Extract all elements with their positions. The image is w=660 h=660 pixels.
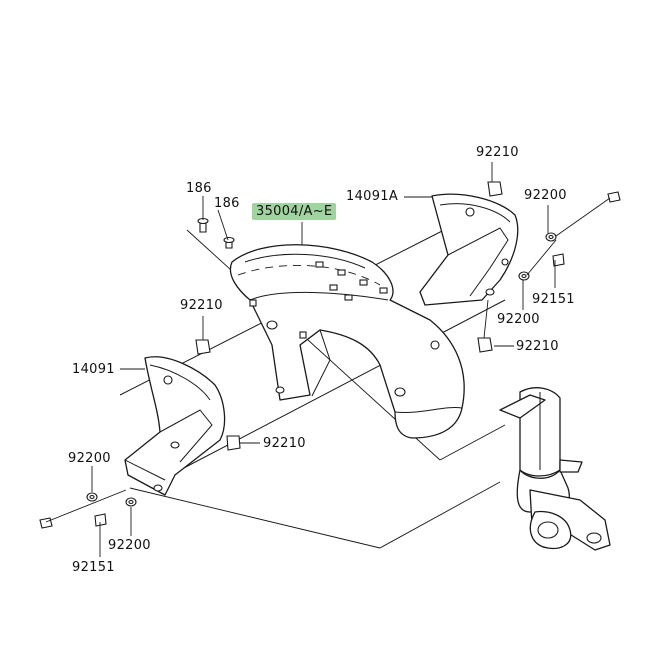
right-fender-cover-drawing bbox=[419, 193, 519, 306]
label-fender-35004: 35004/A~E bbox=[252, 203, 337, 220]
label-bolt-92151-right: 92151 bbox=[532, 292, 575, 307]
label-washer-92200-left-outer: 92200 bbox=[68, 451, 111, 466]
label-186-top: 186 bbox=[186, 181, 212, 196]
label-clip-92210-left-lower: 92210 bbox=[263, 436, 306, 451]
leader-lines bbox=[45, 162, 611, 557]
hardware-drawing bbox=[39, 181, 621, 529]
left-fender-cover-drawing bbox=[124, 356, 226, 496]
label-clip-92210-left-top: 92210 bbox=[180, 298, 223, 313]
label-washer-92200-right: 92200 bbox=[524, 188, 567, 203]
label-cover-14091a: 14091A bbox=[346, 189, 399, 204]
label-clip-92210-right-top: 92210 bbox=[476, 145, 519, 160]
label-186-mid: 186 bbox=[214, 196, 240, 211]
label-cover-14091: 14091 bbox=[72, 362, 115, 377]
fork-leg-drawing bbox=[499, 387, 611, 551]
label-washer-92200-left-inner: 92200 bbox=[108, 538, 151, 553]
label-clip-92210-right-lower: 92210 bbox=[516, 339, 559, 354]
label-bolt-92151-left: 92151 bbox=[72, 560, 115, 575]
label-washer-92200-right-lower: 92200 bbox=[497, 312, 540, 327]
front-fender-drawing bbox=[229, 244, 465, 439]
